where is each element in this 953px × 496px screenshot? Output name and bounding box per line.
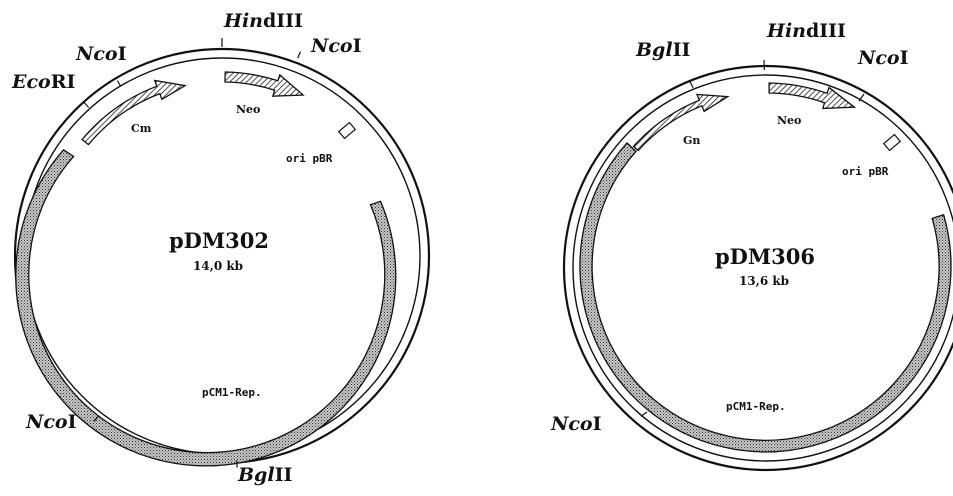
site-label-ncoi-cm: NcoI	[75, 43, 127, 65]
plasmid-title: pDM302	[169, 228, 269, 253]
neo-arrow	[769, 83, 854, 108]
site-label-bglii: BglII	[635, 39, 690, 61]
site-label-ncoi-neo: NcoI	[310, 35, 362, 57]
neo-arrow	[225, 72, 303, 96]
gene-label-neo: Neo	[236, 103, 260, 116]
gene-label-neo: Neo	[777, 114, 801, 127]
gene-label-rep: pCM1-Rep.	[726, 400, 786, 413]
gene-label-ori: ori pBR	[842, 165, 889, 178]
ori-box	[339, 123, 356, 139]
gene-label-gn: Gn	[683, 134, 700, 147]
plasmid-pdm306: BglII HindIII NcoI NcoI Gn Neo ori pBR p…	[550, 20, 953, 470]
plasmid-pdm302: EcoRI NcoI HindIII NcoI NcoI BglII Cm Ne…	[11, 10, 429, 486]
plasmid-size: 13,6 kb	[739, 274, 789, 288]
site-label-ncoi-left: NcoI	[25, 411, 77, 433]
site-label-hindiii: HindIII	[223, 10, 303, 32]
site-label-ncoi-left: NcoI	[550, 413, 602, 435]
gn-arrow	[634, 95, 728, 151]
site-label-bglii: BglII	[237, 464, 292, 486]
site-label-ecori: EcoRI	[11, 71, 76, 93]
gene-label-ori: ori pBR	[286, 152, 333, 165]
plasmid-size: 14,0 kb	[193, 259, 243, 273]
plasmid-title: pDM306	[715, 244, 815, 269]
gene-label-rep: pCM1-Rep.	[202, 386, 262, 399]
gene-label-cm: Cm	[131, 122, 152, 135]
site-label-ncoi-neo: NcoI	[857, 47, 909, 69]
ori-box	[884, 135, 901, 151]
site-label-hindiii: HindIII	[766, 20, 846, 42]
